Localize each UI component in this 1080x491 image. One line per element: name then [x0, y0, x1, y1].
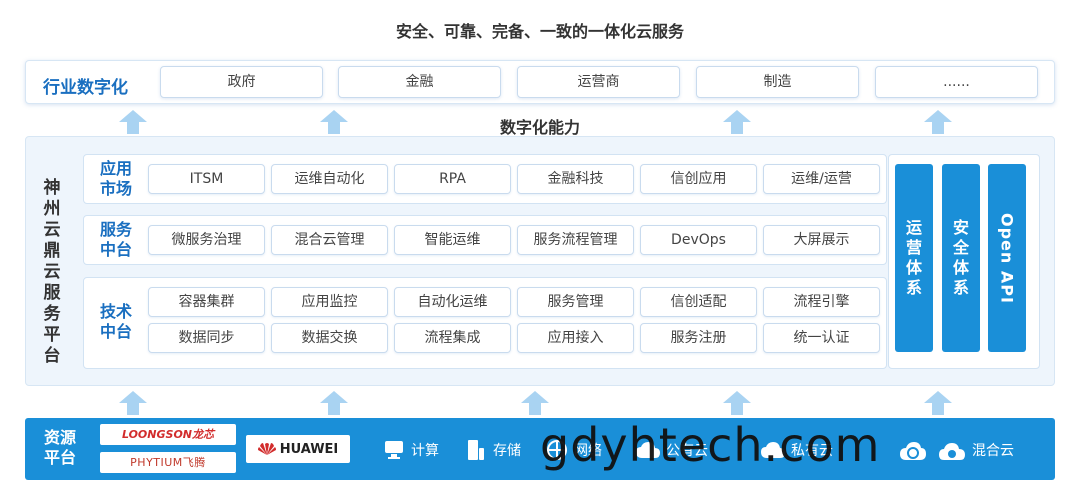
app-item: 运维/运营: [763, 164, 880, 194]
phytium-logo: PHYTIUM飞腾: [100, 452, 236, 473]
tech-item: 容器集群: [148, 287, 265, 317]
industry-item: 制造: [696, 66, 859, 98]
tech-item: 服务管理: [517, 287, 634, 317]
tech-item: 流程集成: [394, 323, 511, 353]
industry-label: 行业数字化: [43, 78, 128, 98]
globe-cloud-icon: [900, 442, 926, 460]
service-item: 智能运维: [394, 225, 511, 255]
huawei-logo: HUAWEI: [246, 435, 350, 463]
huawei-petal-icon: [257, 443, 276, 455]
storage-icon: [468, 440, 484, 460]
operation-system-label: 运营体系: [905, 218, 922, 297]
open-api-label: Open API: [997, 212, 1017, 304]
open-api-bar: Open API: [988, 164, 1026, 352]
cloud-icon: [761, 442, 785, 458]
industry-item: 运营商: [517, 66, 680, 98]
gear-cloud-icon: [939, 443, 965, 460]
compute-icon: [385, 441, 403, 459]
private-cloud-item: 私有云: [760, 436, 833, 464]
tech-item: 信创适配: [640, 287, 757, 317]
up-arrow-icon: [119, 391, 147, 415]
network-item: 网络: [545, 436, 602, 464]
up-arrow-icon: [320, 110, 348, 134]
hybrid-cloud-item: 混合云: [900, 436, 1014, 464]
tech-item: 流程引擎: [763, 287, 880, 317]
tech-item: 自动化运维: [394, 287, 511, 317]
page-title: 安全、可靠、完备、一致的一体化云服务: [395, 22, 684, 41]
security-system-label: 安全体系: [952, 218, 969, 297]
up-arrow-icon: [723, 391, 751, 415]
up-arrow-icon: [119, 110, 147, 134]
service-item: DevOps: [640, 225, 757, 255]
service-item: 混合云管理: [271, 225, 388, 255]
app-item: RPA: [394, 164, 511, 194]
platform-name: 神州云鼎云服务平台: [43, 178, 61, 366]
up-arrow-icon: [924, 391, 952, 415]
network-icon: [547, 440, 567, 460]
watermark: gdyhtech.com: [540, 418, 881, 472]
tech-layer-label: 技术中台: [99, 302, 132, 341]
tech-item: 统一认证: [763, 323, 880, 353]
app-item: ITSM: [148, 164, 265, 194]
public-cloud-item: 公有云: [635, 436, 708, 464]
service-item: 微服务治理: [148, 225, 265, 255]
huawei-text: HUAWEI: [279, 441, 339, 457]
app-item: 信创应用: [640, 164, 757, 194]
up-arrow-icon: [521, 391, 549, 415]
service-item: 大屏展示: [763, 225, 880, 255]
operation-system-bar: 运营体系: [895, 164, 933, 352]
tech-item: 数据同步: [148, 323, 265, 353]
storage-item: 存储: [464, 436, 521, 464]
up-arrow-icon: [320, 391, 348, 415]
security-system-bar: 安全体系: [942, 164, 980, 352]
industry-item: ......: [875, 66, 1038, 98]
industry-item: 政府: [160, 66, 323, 98]
tech-item: 数据交换: [271, 323, 388, 353]
capability-label: 数字化能力: [499, 118, 580, 137]
cloud-icon: [636, 442, 660, 458]
loongson-logo: LOONGSON龙芯: [100, 424, 236, 445]
tech-item: 应用监控: [271, 287, 388, 317]
service-layer-label: 服务中台: [99, 220, 132, 259]
app-item: 运维自动化: [271, 164, 388, 194]
app-item: 金融科技: [517, 164, 634, 194]
service-item: 服务流程管理: [517, 225, 634, 255]
industry-item: 金融: [338, 66, 501, 98]
tech-item: 服务注册: [640, 323, 757, 353]
app-layer-label: 应用市场: [99, 159, 132, 198]
tech-item: 应用接入: [517, 323, 634, 353]
resource-label: 资源平台: [44, 428, 77, 467]
up-arrow-icon: [723, 110, 751, 134]
up-arrow-icon: [924, 110, 952, 134]
compute-item: 计算: [382, 436, 439, 464]
